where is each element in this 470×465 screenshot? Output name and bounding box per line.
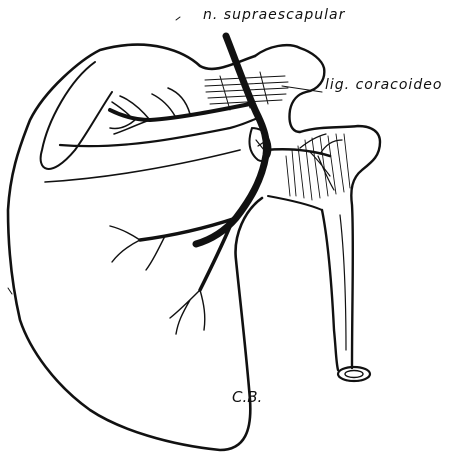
coracoid-process — [255, 45, 324, 132]
nerve-label: n. supraescapular — [203, 7, 345, 23]
stray-mark — [8, 288, 12, 294]
shaft-join — [268, 196, 322, 210]
shaft-end — [338, 367, 370, 381]
shaft-end-inner — [345, 371, 363, 378]
ligament-label: lig. coracoideo — [325, 77, 442, 93]
humeral-shaft — [322, 210, 338, 370]
stray-mark-top — [176, 17, 180, 20]
nerve-branch-supraspinous — [110, 104, 250, 120]
ligament-hatching — [286, 134, 350, 200]
artist-signature: C.B. — [232, 388, 262, 406]
shaft-inner-line — [340, 215, 346, 350]
nerve-twigs-lower — [110, 226, 205, 334]
spine-lower-edge — [45, 150, 240, 182]
nerve-twigs-upper — [110, 88, 190, 134]
scapular-spine — [60, 118, 258, 146]
medial-rim — [41, 62, 112, 169]
